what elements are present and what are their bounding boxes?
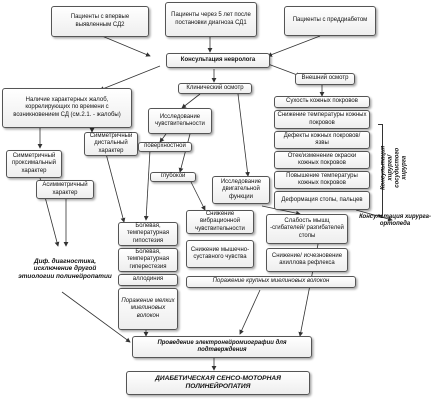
node-vascular-surgeon: Консультация хирурга/ сосудистого хирург… (380, 145, 407, 191)
node-weakness: Слабость мышц -сгибателей/ разгибателей … (266, 214, 348, 244)
node-allodynia: аллодиния (118, 274, 178, 286)
arrow-superficial-to-pain (143, 149, 151, 221)
arrow-diff-to-emg (61, 291, 131, 343)
node-diff-diagnosis: Диф. диагностика, исключение другой этио… (18, 257, 112, 280)
node-hyperesthesia: Болевая, температурная гиперестезия (118, 248, 178, 272)
node-external-exam: Внешний осмотр (295, 73, 355, 85)
node-after-5-years: Пациенты через 5 лет после постановки ди… (165, 2, 257, 37)
arrow-consult-to-complaints (99, 65, 161, 91)
arrow-sensitivity-to-deep (178, 133, 191, 173)
node-prediabetes: Пациенты с преддиабетом (284, 6, 376, 36)
node-final-diagnosis: ДИАБЕТИЧЕСКАЯ СЕНСО-МОТОРНАЯ ПОЛИНЕЙРОПА… (126, 371, 310, 395)
node-skin-temp-rise: Повышение температуры кожных покровов (274, 171, 370, 189)
node-superficial: поверхностной (138, 142, 192, 152)
node-foot-deformity: Деформация стопы, пальцев (274, 191, 370, 210)
node-orthopedist: Консультация хирурга-ортопеда (359, 213, 431, 227)
arrow-clinical-to-sensitivity (181, 93, 201, 109)
node-skin-defects: Дефекты кожных покровов/язвы (274, 131, 370, 149)
node-clinical-exam: Клинический осмотр (178, 83, 252, 94)
arrow-deep-to-vibration (189, 179, 206, 211)
arrow-first-to-consult (101, 35, 151, 57)
node-first-time: Пациенты с впервые выявленным СД2 (51, 6, 149, 37)
arrow-foot-to-orthopedist (355, 209, 393, 222)
node-achilles: Снижение/ исчезновение ахиллова рефлекса (266, 248, 348, 272)
node-joint-muscle: Снижение мышечно-суставного чувства (186, 240, 254, 268)
arrow-large-to-emg (239, 289, 261, 335)
node-dry-skin: Сухость кожных покровов (274, 96, 370, 108)
arrow-consult-to-external (267, 63, 301, 77)
node-motor-study: Исследование двигательной функции (212, 176, 270, 204)
node-vibration: Снижение вибрационной чувствительности (186, 210, 254, 234)
arrow-motor-to-weakness (261, 205, 301, 216)
node-symmetric-proximal: Симметричный проксимальный характер (6, 150, 62, 178)
arrow-distal-to-small (103, 145, 126, 223)
arrow-prediabetes-to-consult (267, 35, 321, 57)
node-edema: Отек/изменение окраски кожных покровов (274, 151, 370, 169)
arrow-sensitivity-to-superficial (159, 133, 167, 143)
node-skin-temp-drop: Снижение температуры кожных покровов (274, 110, 370, 129)
arrow-clinical-to-motor (237, 93, 250, 177)
node-symmetric-distal: Симметричный дистальный характер (84, 132, 138, 156)
node-neuro-consult: Консультация невролога (166, 53, 270, 68)
node-deep: глубокой (150, 172, 196, 182)
node-asymmetric: Асимметричный характер (36, 180, 94, 199)
skin-list-bracket (378, 124, 383, 216)
node-complaints: Наличие характерных жалоб, коррелирующих… (2, 88, 132, 128)
node-hypoesthesia: Болевая, температурная гипостезия (118, 222, 178, 246)
node-small-fibers: Поражение мелких миелиновых волокон (118, 288, 178, 330)
node-emg: Проведение электронейромиографии для под… (132, 336, 312, 358)
node-large-fibers: Поражение крупных миелиновых волокон (186, 276, 356, 288)
node-sensitivity-study: Исследование чувствительности (148, 108, 212, 134)
